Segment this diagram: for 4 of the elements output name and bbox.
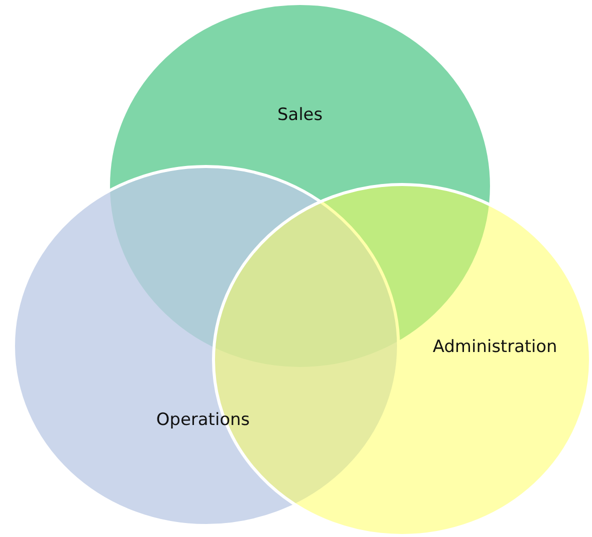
set-label: Sales bbox=[277, 105, 323, 125]
set-label: Operations bbox=[156, 410, 250, 430]
venn-ellipse bbox=[12, 165, 400, 527]
set-label: Administration bbox=[432, 337, 558, 357]
